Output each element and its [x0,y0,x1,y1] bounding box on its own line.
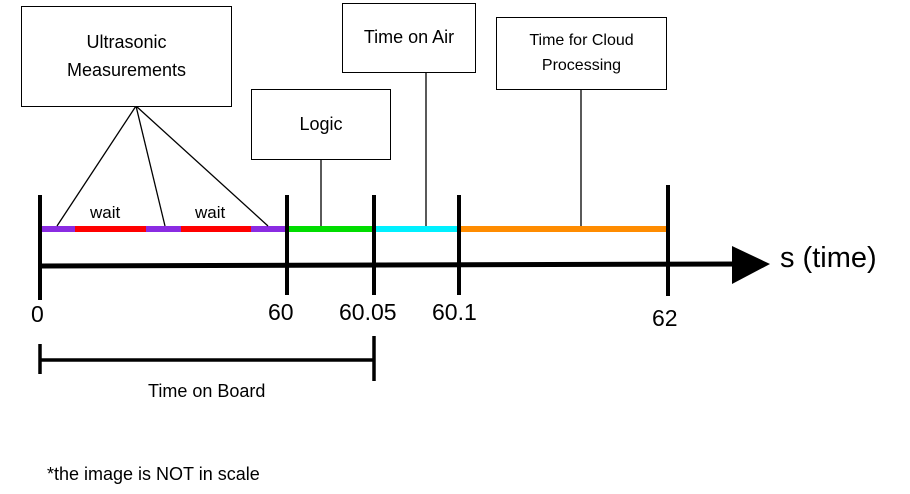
ultrasonic-line-2: Measurements [66,59,187,80]
cloud-line-2: Processing [541,56,622,74]
ultrasonic-measurements-box: Ultrasonic Measurements [21,6,232,107]
footnote: *the image is NOT in scale [47,464,260,484]
logic-label: Logic [299,113,343,134]
wait-label-2: wait [195,203,226,222]
segment-wait-2 [181,226,251,232]
segment-measurement-2 [146,226,181,232]
time-on-board-label: Time on Board [148,381,266,401]
wait-label-1: wait [90,203,121,222]
segment-wait-1 [75,226,146,232]
connector-ultrasonic-1 [56,105,137,227]
connector-ultrasonic-2 [135,105,166,227]
segment-measurement-3 [251,226,287,232]
tick-label-62: 62 [652,305,678,331]
tick-marks [38,185,670,300]
segment-time-on-air [374,226,459,232]
axis-label: s (time) [780,242,877,274]
ultrasonic-line-1: Ultrasonic [86,31,167,52]
time-on-board-bracket [38,336,376,381]
axis-arrowhead [732,246,770,284]
connector-ultrasonic-3 [135,105,269,227]
segment-bar [42,226,668,232]
time-on-air-label: Time on Air [363,27,455,48]
tick-label-60-05: 60.05 [339,299,397,325]
segment-logic [287,226,374,232]
tick-label-60: 60 [268,299,294,325]
time-axis [39,261,741,269]
cloud-line-1: Time for Cloud [529,31,634,49]
logic-box: Logic [251,89,391,160]
tick-label-0: 0 [31,301,44,327]
segment-measurement-1 [42,226,75,232]
tick-label-60-1: 60.1 [432,299,477,325]
time-on-air-box: Time on Air [342,3,476,73]
connector-lines [56,72,582,227]
cloud-processing-box: Time for Cloud Processing [496,17,667,90]
segment-cloud-processing [459,226,668,232]
